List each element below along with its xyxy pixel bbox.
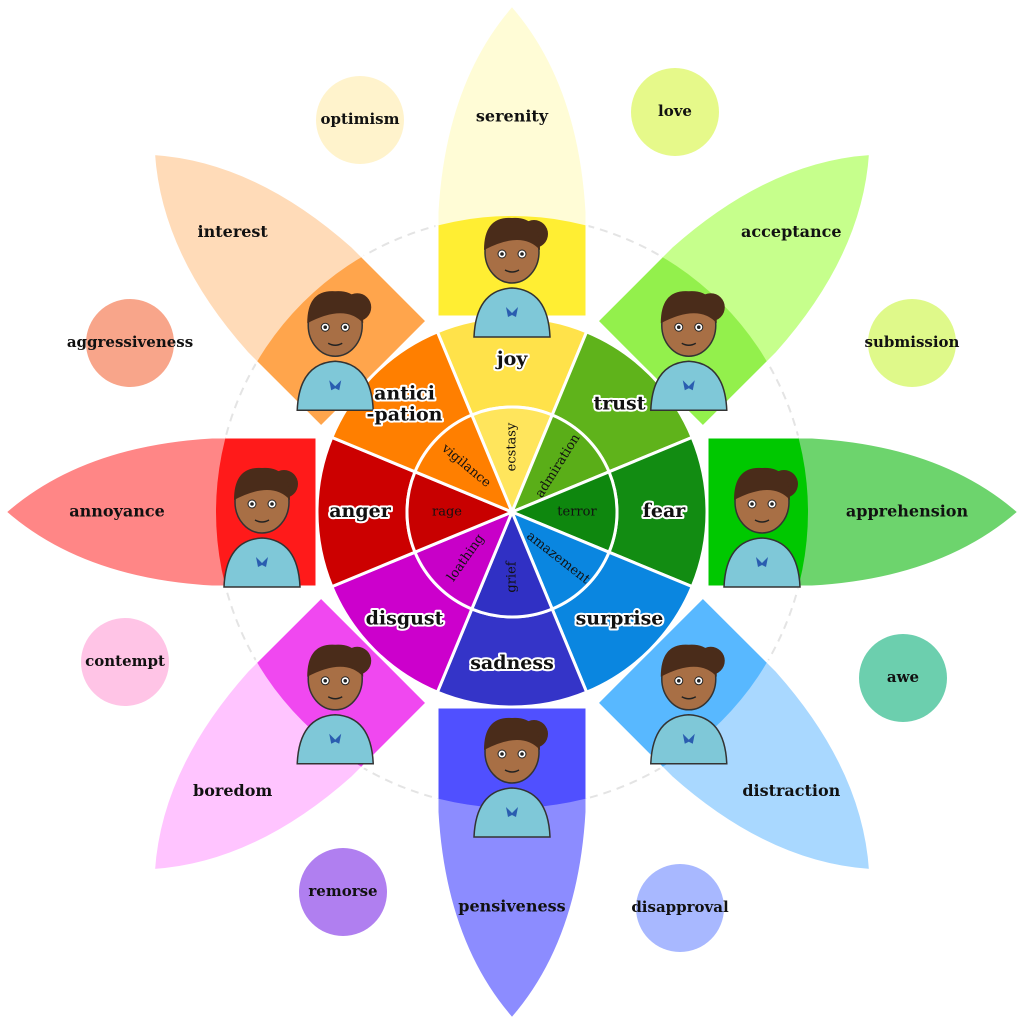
butterfly-icon bbox=[756, 557, 768, 567]
label-serenity: serenity bbox=[476, 107, 549, 126]
hair-icon bbox=[234, 467, 290, 500]
dyad-love[interactable]: love bbox=[631, 68, 719, 156]
character-portrait-pensiveness bbox=[473, 717, 551, 838]
shirt-icon bbox=[473, 787, 551, 838]
mouth-icon bbox=[327, 342, 343, 346]
mouth-icon bbox=[504, 269, 520, 273]
dyad-label: submission bbox=[865, 333, 960, 351]
shirt-icon bbox=[296, 714, 375, 765]
butterfly-icon bbox=[506, 307, 518, 317]
dyad-label: love bbox=[658, 102, 692, 120]
dyad-label: optimism bbox=[320, 110, 399, 128]
hair-icon bbox=[660, 291, 717, 324]
sector-amazement[interactable] bbox=[509, 509, 611, 611]
label-primary-admiration: trust bbox=[593, 393, 645, 415]
label-grief: grief bbox=[505, 560, 520, 592]
label-primary-amazement: surprise bbox=[576, 607, 664, 629]
hair-icon bbox=[307, 644, 364, 677]
label-boredom: boredom bbox=[193, 781, 272, 800]
dyad-circle bbox=[636, 864, 724, 952]
character-portrait-annoyance bbox=[223, 467, 301, 588]
label-pensiveness: pensiveness bbox=[458, 897, 565, 916]
dyad-aggressiveness[interactable]: aggressiveness bbox=[67, 299, 193, 387]
sector-loathing[interactable] bbox=[413, 509, 515, 611]
dyad-circle bbox=[631, 68, 719, 156]
sector-ecstasy[interactable] bbox=[469, 405, 555, 516]
sector-grief[interactable] bbox=[469, 508, 555, 619]
label-distraction: distraction bbox=[742, 781, 840, 800]
character-portrait-boredom bbox=[296, 644, 375, 765]
label-acceptance: acceptance bbox=[741, 222, 842, 241]
character-portrait-distraction bbox=[649, 644, 728, 765]
dyad-label: aggressiveness bbox=[67, 333, 193, 351]
mouth-icon bbox=[327, 696, 343, 700]
dyad-circle bbox=[859, 634, 947, 722]
shirt-icon bbox=[296, 360, 375, 411]
butterfly-icon bbox=[682, 733, 695, 744]
label-primary-loathing: disgust bbox=[366, 607, 444, 629]
character-portrait-serenity bbox=[473, 217, 551, 338]
dyad-circle bbox=[86, 299, 174, 387]
label-rage: rage bbox=[432, 505, 462, 520]
dyad-awe[interactable]: awe bbox=[859, 634, 947, 722]
dyad-label: disapproval bbox=[631, 898, 729, 916]
hair-icon bbox=[660, 644, 717, 677]
dyad-disapproval[interactable]: disapproval bbox=[631, 864, 729, 952]
label-interest: interest bbox=[198, 222, 269, 241]
label-primary-grief: sadness bbox=[470, 652, 554, 674]
sector-vigilance[interactable] bbox=[413, 413, 515, 515]
butterfly-icon bbox=[329, 380, 342, 391]
shirt-icon bbox=[473, 287, 551, 338]
outer-ring-pensiveness bbox=[435, 705, 589, 808]
hair-icon bbox=[307, 291, 364, 324]
dyad-remorse[interactable]: remorse bbox=[299, 848, 387, 936]
dyad-label: remorse bbox=[308, 882, 377, 900]
sector-rage[interactable] bbox=[405, 469, 516, 555]
character-portrait-interest bbox=[296, 291, 375, 411]
dyad-contempt[interactable]: contempt bbox=[81, 618, 169, 706]
dyad-submission[interactable]: submission bbox=[865, 299, 960, 387]
butterfly-icon bbox=[256, 557, 268, 567]
butterfly-icon bbox=[682, 380, 695, 391]
shirt-icon bbox=[223, 537, 301, 588]
shirt-icon bbox=[649, 360, 728, 411]
mouth-icon bbox=[254, 519, 270, 523]
hair-icon bbox=[734, 467, 790, 500]
shirt-icon bbox=[649, 714, 728, 765]
character-portrait-apprehension bbox=[723, 467, 801, 588]
hair-icon bbox=[484, 717, 540, 750]
dyad-label: awe bbox=[887, 668, 919, 686]
label-primary-rage: anger bbox=[329, 500, 391, 522]
butterfly-icon bbox=[506, 807, 518, 817]
dyad-optimism[interactable]: optimism bbox=[316, 76, 404, 164]
mouth-icon bbox=[681, 342, 697, 346]
butterfly-icon bbox=[329, 733, 342, 744]
dyad-circle bbox=[868, 299, 956, 387]
dyad-label: contempt bbox=[85, 652, 165, 670]
label-ecstasy: ecstasy bbox=[505, 422, 520, 471]
sector-admiration[interactable] bbox=[509, 413, 611, 515]
hair-icon bbox=[484, 217, 540, 250]
label-apprehension: apprehension bbox=[846, 502, 969, 521]
dyad-circle bbox=[81, 618, 169, 706]
shirt-icon bbox=[723, 537, 801, 588]
label-primary-vigilance: antici-pation bbox=[367, 383, 443, 426]
character-portrait-acceptance bbox=[649, 291, 728, 411]
sector-terror[interactable] bbox=[508, 469, 619, 555]
label-primary-terror: fear bbox=[643, 500, 687, 522]
dyad-circle bbox=[299, 848, 387, 936]
dyad-circle bbox=[316, 76, 404, 164]
mouth-icon bbox=[754, 519, 770, 523]
outer-ring-serenity bbox=[435, 216, 589, 319]
mouth-icon bbox=[504, 769, 520, 773]
mouth-icon bbox=[681, 696, 697, 700]
label-annoyance: annoyance bbox=[69, 502, 165, 521]
label-primary-ecstasy: joy bbox=[495, 348, 529, 370]
label-terror: terror bbox=[557, 505, 597, 520]
